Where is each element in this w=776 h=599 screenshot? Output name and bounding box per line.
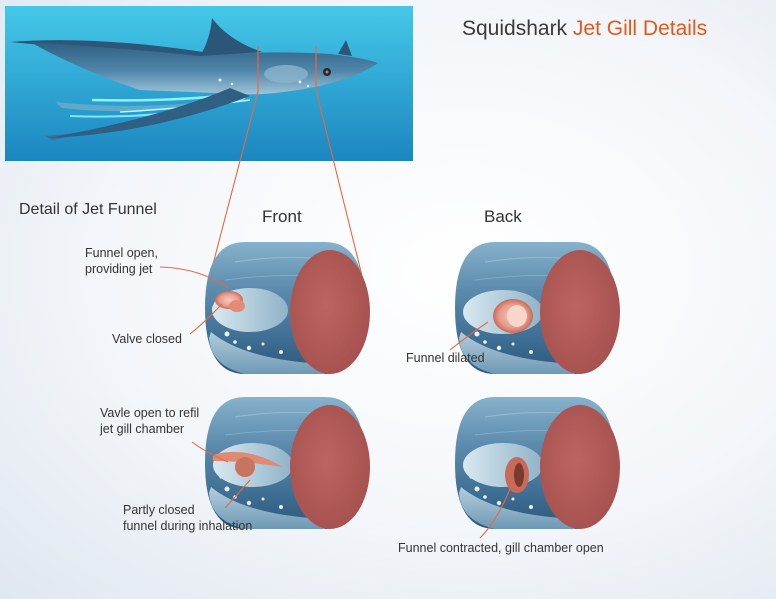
title-main: Squidshark: [462, 17, 568, 40]
zoom-leader-left: [211, 91, 259, 269]
label-funnel-open: Funnel open, providing jet: [85, 246, 158, 277]
label-partly-closed-line2: funnel during inhalation: [123, 518, 253, 533]
label-funnel-open-line2: providing jet: [85, 261, 153, 276]
label-funnel-open-line1: Funnel open,: [85, 246, 158, 260]
title-accent: Jet Gill Details: [572, 17, 708, 40]
zoom-leader-right: [315, 89, 369, 301]
label-partly-closed-line1: Partly closed: [123, 503, 195, 517]
squidshark-illustration: [5, 6, 413, 161]
label-funnel-dilated: Funnel dilated: [406, 351, 485, 365]
label-valve-open-line2: jet gill chamber: [100, 421, 185, 436]
gill-model-back-bottom: [454, 396, 620, 530]
gill-model-front-bottom: [204, 396, 370, 530]
column-heading-front: Front: [262, 207, 302, 226]
label-valve-open-line1: Vavle open to refil: [100, 406, 200, 420]
section-title: Detail of Jet Funnel: [19, 201, 157, 218]
label-valve-closed: Valve closed: [112, 332, 182, 346]
label-partly-closed: Partly closed funnel during inhalation: [123, 503, 252, 534]
label-funnel-contracted: Funnel contracted, gill chamber open: [398, 541, 604, 555]
label-leaders: [159, 266, 513, 539]
page-title: Squidshark Jet Gill Details: [462, 16, 707, 42]
gill-model-back-top: [454, 241, 620, 375]
gill-model-front-top: [204, 241, 370, 375]
column-heading-back: Back: [484, 207, 522, 226]
label-valve-open: Vavle open to refil jet gill chamber: [100, 406, 199, 437]
